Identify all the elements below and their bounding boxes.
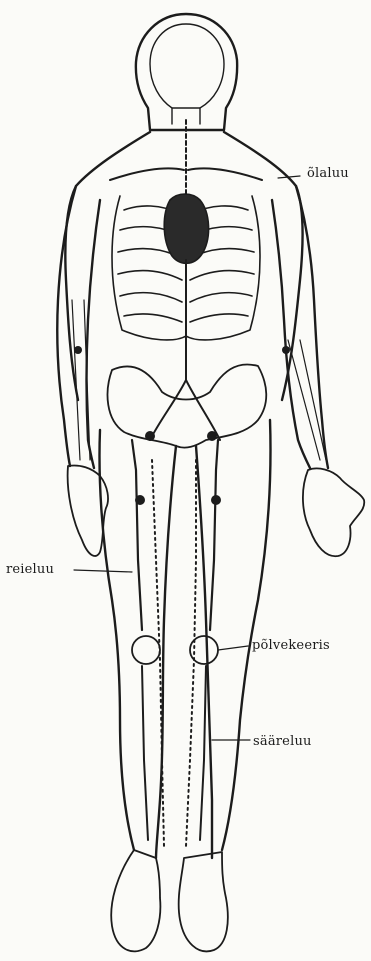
knee-left: [132, 636, 160, 664]
heart: [164, 194, 208, 263]
label-reieluu: reieluu: [6, 562, 54, 577]
femur-right: [210, 440, 218, 630]
main-artery: [150, 260, 220, 440]
right-hand: [303, 468, 364, 556]
femur-left: [132, 440, 142, 630]
label-olaluu: õlaluu: [307, 166, 349, 181]
pointer-polvekeeris: [218, 646, 248, 650]
tibia-right: [200, 666, 206, 840]
left-foot: [111, 850, 160, 951]
skull-outline: [150, 24, 224, 108]
label-saareluu: sääreluu: [253, 734, 312, 749]
torso-outline: [65, 132, 302, 400]
tibia-left: [142, 666, 148, 840]
right-arm: [272, 186, 328, 468]
right-foot: [179, 852, 228, 951]
pointer-reieluu: [74, 570, 132, 572]
left-leg-outline: [100, 430, 177, 858]
label-polvekeeris: põlvekeeris: [252, 638, 330, 653]
